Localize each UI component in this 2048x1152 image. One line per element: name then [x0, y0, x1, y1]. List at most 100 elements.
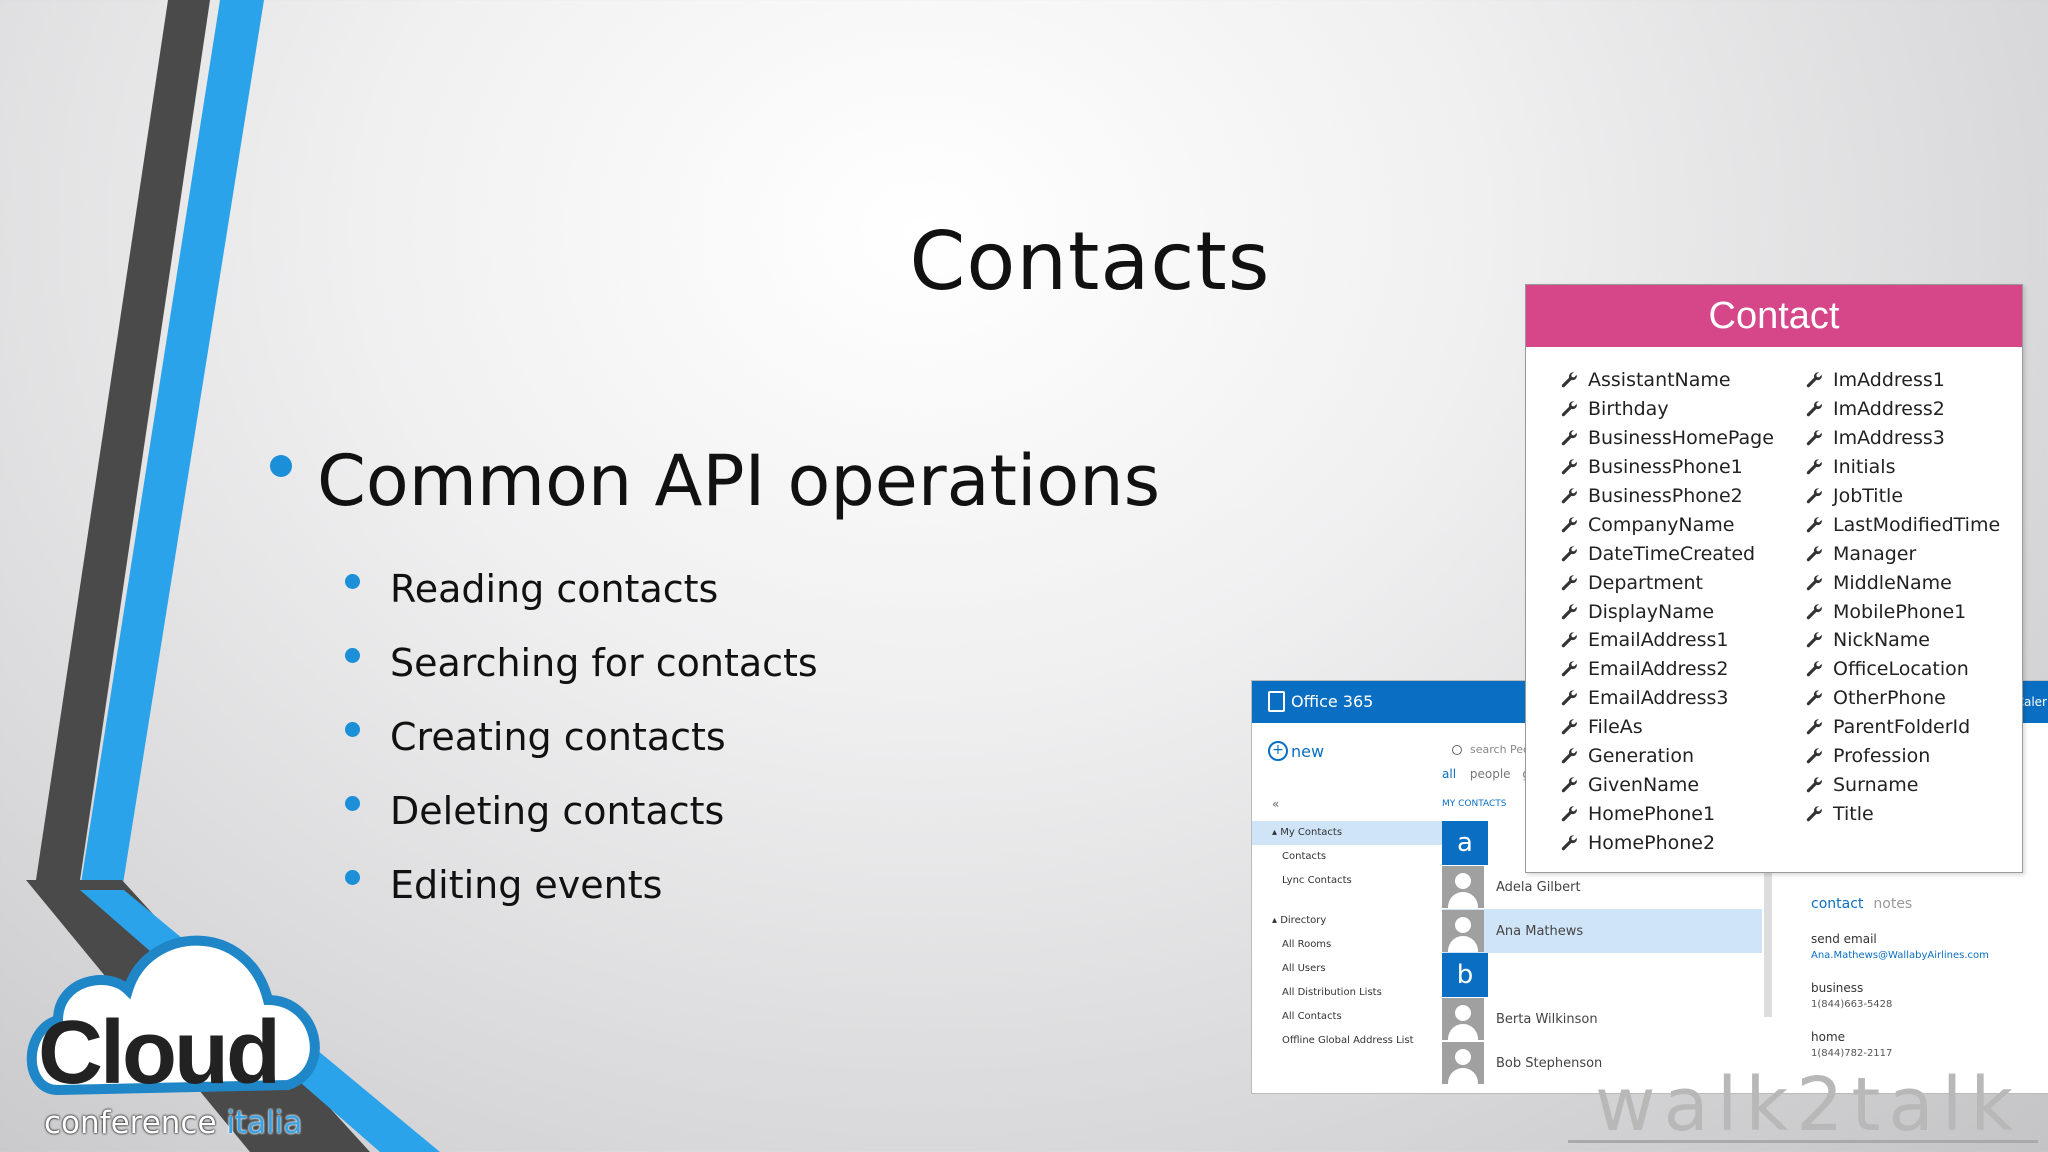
sub-bullet: Reading contacts	[345, 552, 818, 626]
property-item: CompanyName	[1560, 510, 1774, 539]
nav-lync-contacts[interactable]: Lync Contacts	[1282, 875, 1352, 886]
nav-offline-gal[interactable]: Offline Global Address List	[1282, 1035, 1414, 1046]
watermark: walk2talk	[1595, 1062, 2022, 1148]
property-name: EmailAddress3	[1588, 687, 1729, 710]
wrench-icon	[1806, 516, 1822, 533]
wrench-icon	[1561, 401, 1577, 417]
nav-my-contacts[interactable]: ▴ My Contacts	[1252, 821, 1442, 845]
property-name: ParentFolderId	[1833, 716, 1971, 739]
bullet-dot	[270, 455, 292, 477]
property-item: ImAddress3	[1805, 424, 2000, 453]
list-scrollbar[interactable]	[1764, 867, 1772, 1017]
letter-header[interactable]: b	[1442, 953, 1488, 997]
nav-label: Directory	[1280, 915, 1327, 926]
property-item: JobTitle	[1805, 482, 2000, 511]
wrench-icon	[1561, 487, 1577, 504]
property-name: Manager	[1833, 542, 1917, 565]
people-filters: all people g	[1442, 767, 1530, 781]
letter-header[interactable]: a	[1442, 821, 1488, 865]
email-address[interactable]: Ana.Mathews@WallabyAirlines.com	[1811, 950, 1989, 961]
bullet-dot	[345, 647, 360, 663]
property-item: BusinessHomePage	[1560, 424, 1774, 453]
new-label: new	[1291, 741, 1325, 761]
property-name: ImAddress2	[1833, 398, 1945, 421]
search-icon	[1452, 744, 1462, 755]
contact-detail: contact notes send email Ana.Mathews@Wall…	[1811, 896, 2048, 1059]
main-bullet: Common API operations	[270, 440, 1160, 522]
filter-people[interactable]: people	[1469, 767, 1511, 781]
calendar-link[interactable]: Caler	[2015, 695, 2047, 709]
contact-name: Adela Gilbert	[1496, 879, 1581, 895]
nav-gap	[1252, 893, 1442, 909]
search-placeholder: search Peo	[1470, 743, 1530, 756]
avatar	[1442, 910, 1484, 952]
office365-brand: Office 365	[1291, 692, 1374, 711]
property-item: DateTimeCreated	[1560, 539, 1774, 568]
property-item: FileAs	[1560, 713, 1774, 742]
property-item: GivenName	[1560, 770, 1774, 799]
send-email-link[interactable]: send email	[1811, 932, 1877, 946]
wrench-icon	[1806, 747, 1822, 764]
sub-bullet-text: Creating contacts	[390, 715, 726, 759]
property-name: Generation	[1588, 745, 1694, 768]
list-item[interactable]: Ana Mathews	[1442, 909, 1762, 953]
contact-list: a Adela Gilbert Ana Mathews b Berta Wilk…	[1442, 821, 1762, 1085]
tab-contact[interactable]: contact	[1811, 896, 1864, 912]
property-name: Birthday	[1588, 398, 1669, 421]
property-name: Profession	[1833, 745, 1931, 768]
wrench-icon	[1561, 459, 1577, 475]
property-item: EmailAddress2	[1560, 655, 1774, 684]
nav-all-contacts[interactable]: All Contacts	[1282, 1011, 1342, 1022]
nav-all-users[interactable]: All Users	[1282, 963, 1326, 974]
property-name: ImAddress1	[1833, 369, 1945, 392]
tab-notes[interactable]: notes	[1873, 896, 1913, 912]
nav-all-distribution-lists[interactable]: All Distribution Lists	[1282, 987, 1382, 998]
avatar	[1442, 866, 1484, 908]
property-name: OfficeLocation	[1833, 658, 1969, 681]
property-name: CompanyName	[1588, 513, 1735, 536]
property-name: EmailAddress2	[1588, 658, 1729, 681]
plus-icon: +	[1268, 741, 1288, 761]
nav-directory[interactable]: ▴ Directory	[1272, 915, 1327, 926]
property-name: JobTitle	[1833, 485, 1904, 507]
cloud-logo-icon	[26, 935, 320, 1096]
wrench-icon	[1806, 661, 1822, 677]
logo-word: Cloud	[38, 1003, 281, 1103]
wrench-icon	[1561, 372, 1577, 388]
property-name: ImAddress3	[1833, 427, 1945, 450]
people-search[interactable]: search Peo	[1452, 743, 1530, 756]
main-bullet-text: Common API operations	[317, 440, 1161, 522]
property-item: OtherPhone	[1805, 684, 2000, 713]
avatar	[1442, 1042, 1484, 1084]
list-item[interactable]: Berta Wilkinson	[1442, 997, 1762, 1041]
bullet-dot	[345, 573, 360, 589]
sub-bullet-text: Reading contacts	[390, 567, 719, 611]
list-item[interactable]: Adela Gilbert	[1442, 865, 1762, 909]
property-item: Title	[1805, 799, 2000, 828]
property-item: ParentFolderId	[1805, 713, 2000, 742]
logo-subtitle: conference italia	[44, 1108, 302, 1139]
list-item[interactable]: Bob Stephenson	[1442, 1041, 1762, 1085]
sub-bullet-list: Reading contacts Searching for contacts …	[345, 552, 818, 922]
property-item: BusinessPhone1	[1560, 453, 1774, 482]
property-name: BusinessPhone1	[1588, 456, 1743, 479]
wrench-icon	[1806, 372, 1822, 388]
new-contact-button[interactable]: + new	[1268, 741, 1324, 761]
property-item: MiddleName	[1805, 568, 2000, 597]
property-name: MobilePhone1	[1833, 600, 1967, 623]
watermark-underline	[1568, 1140, 2038, 1143]
property-item: OfficeLocation	[1805, 655, 2000, 684]
wrench-icon	[1806, 632, 1822, 648]
office365-logo[interactable]: Office 365	[1268, 691, 1373, 712]
property-name: NickName	[1833, 629, 1930, 652]
nav-all-rooms[interactable]: All Rooms	[1282, 939, 1332, 950]
collapse-icon[interactable]: «	[1272, 797, 1280, 811]
wrench-icon	[1806, 574, 1822, 590]
contact-name: Bob Stephenson	[1496, 1055, 1603, 1071]
filter-all[interactable]: all	[1442, 767, 1457, 781]
nav-contacts[interactable]: Contacts	[1282, 851, 1327, 862]
property-item: Surname	[1805, 770, 2000, 799]
wrench-icon	[1561, 747, 1577, 764]
wrench-icon	[1806, 459, 1822, 475]
